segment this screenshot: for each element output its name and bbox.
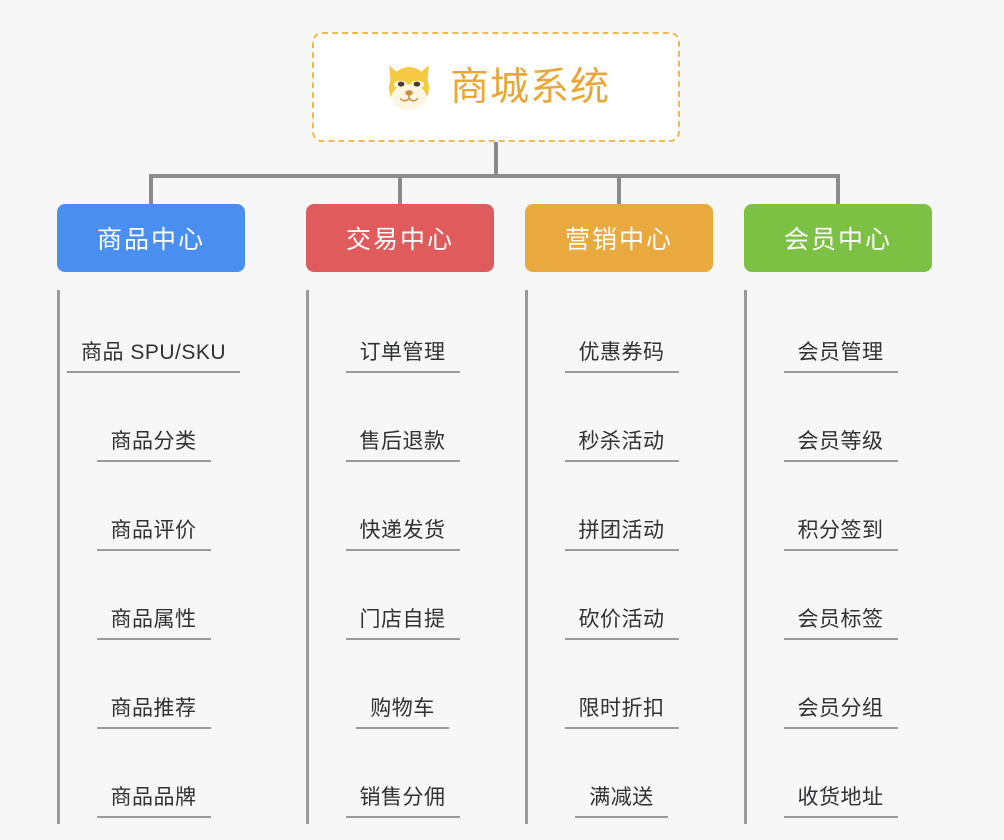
leaf-label: 拼团活动 [564,514,679,551]
list-item[interactable]: 限时折扣 [530,646,713,735]
leaf-label: 会员标签 [783,603,898,640]
category-header-1[interactable]: 商品中心 [57,204,245,272]
category-header-4[interactable]: 会员中心 [744,204,932,272]
leaf-label: 积分签到 [783,514,898,551]
list-item[interactable]: 商品 SPU/SKU [62,290,245,379]
root-title: 商城系统 [449,65,610,109]
list-item[interactable]: 销售分佣 [311,735,494,824]
connector-root-stem [494,142,498,176]
category-header-3[interactable]: 营销中心 [525,204,713,272]
leaf-label: 销售分佣 [345,781,460,818]
connector-drop-2 [398,174,402,206]
list-item[interactable]: 门店自提 [311,557,494,646]
list-item[interactable]: 商品分类 [62,379,245,468]
connector-horizontal-bar [149,174,839,178]
list-item[interactable]: 订单管理 [311,290,494,379]
leaf-label: 秒杀活动 [564,425,679,462]
connector-drop-3 [617,174,621,206]
leaf-label: 满减送 [575,781,668,818]
category-column-4: 会员中心 会员管理 会员等级 积分签到 会员标签 会员分组 收货地址 [744,204,932,824]
leaf-label: 售后退款 [345,425,460,462]
list-item[interactable]: 购物车 [311,646,494,735]
category-title-1: 商品中心 [96,226,205,254]
category-column-3: 营销中心 优惠券码 秒杀活动 拼团活动 砍价活动 限时折扣 满减送 [525,204,713,824]
leaf-list-4: 会员管理 会员等级 积分签到 会员标签 会员分组 收货地址 [744,290,932,824]
leaf-list-2: 订单管理 售后退款 快递发货 门店自提 购物车 销售分佣 [306,290,494,824]
list-item[interactable]: 积分签到 [749,468,932,557]
connector-drop-4 [836,174,840,206]
leaf-label: 会员分组 [783,692,898,729]
leaf-label: 限时折扣 [564,692,679,729]
category-column-1: 商品中心 商品 SPU/SKU 商品分类 商品评价 商品属性 商品推荐 商品品牌 [57,204,245,824]
list-item[interactable]: 售后退款 [311,379,494,468]
leaf-label: 砍价活动 [564,603,679,640]
list-item[interactable]: 快递发货 [311,468,494,557]
leaf-label: 商品推荐 [96,692,211,729]
leaf-label: 会员管理 [783,336,898,373]
leaf-label: 会员等级 [783,425,898,462]
leaf-label: 商品分类 [96,425,211,462]
list-item[interactable]: 商品品牌 [62,735,245,824]
list-item[interactable]: 会员标签 [749,557,932,646]
category-column-2: 交易中心 订单管理 售后退款 快递发货 门店自提 购物车 销售分佣 [306,204,494,824]
leaf-label: 收货地址 [783,781,898,818]
leaf-list-1: 商品 SPU/SKU 商品分类 商品评价 商品属性 商品推荐 商品品牌 [57,290,245,824]
list-item[interactable]: 会员管理 [749,290,932,379]
category-title-4: 会员中心 [783,226,892,254]
leaf-label: 门店自提 [345,603,460,640]
list-item[interactable]: 会员分组 [749,646,932,735]
list-item[interactable]: 秒杀活动 [530,379,713,468]
leaf-label: 商品 SPU/SKU [66,336,241,373]
leaf-label: 优惠券码 [564,336,679,373]
list-item[interactable]: 砍价活动 [530,557,713,646]
category-title-3: 营销中心 [564,226,673,254]
root-node-mall-system[interactable]: 商城系统 [312,32,680,142]
leaf-list-3: 优惠券码 秒杀活动 拼团活动 砍价活动 限时折扣 满减送 [525,290,713,824]
list-item[interactable]: 会员等级 [749,379,932,468]
leaf-label: 商品属性 [96,603,211,640]
list-item[interactable]: 收货地址 [749,735,932,824]
list-item[interactable]: 商品属性 [62,557,245,646]
list-item[interactable]: 拼团活动 [530,468,713,557]
category-title-2: 交易中心 [345,226,454,254]
shiba-dog-face-icon [388,65,429,111]
list-item[interactable]: 商品评价 [62,468,245,557]
leaf-label: 购物车 [356,692,449,729]
connector-drop-1 [149,174,153,206]
list-item[interactable]: 满减送 [530,735,713,824]
leaf-label: 商品品牌 [96,781,211,818]
list-item[interactable]: 商品推荐 [62,646,245,735]
category-header-2[interactable]: 交易中心 [306,204,494,272]
leaf-label: 订单管理 [345,336,460,373]
list-item[interactable]: 优惠券码 [530,290,713,379]
leaf-label: 商品评价 [96,514,211,551]
leaf-label: 快递发货 [345,514,460,551]
